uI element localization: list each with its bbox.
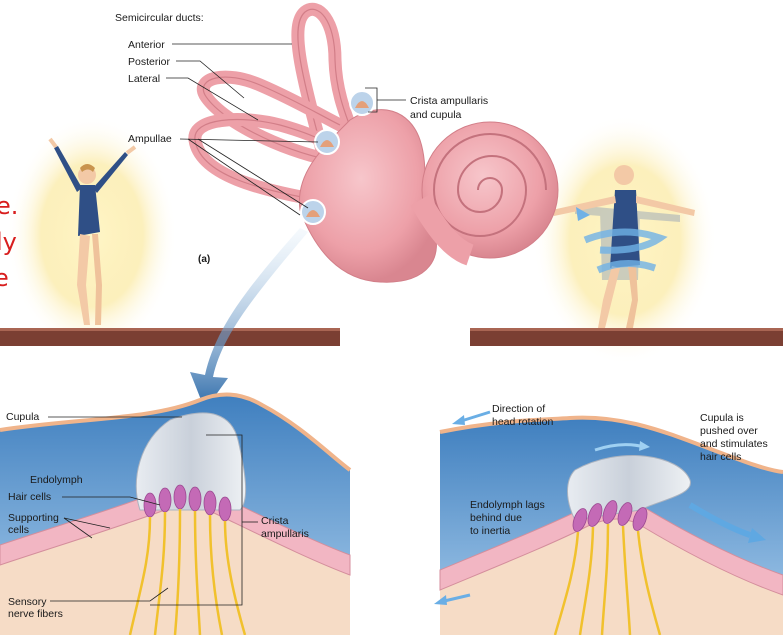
rotation-arrow-icon [583, 228, 668, 254]
flow-arrow-icon [688, 502, 751, 538]
label-supporting-1: Supporting [8, 512, 59, 524]
gymnast-spinning [552, 165, 695, 328]
label-cupula-pushed-2: pushed over [700, 425, 758, 437]
label-cupula-pushed-3: and stimulates [700, 438, 768, 450]
label-semicircular-ducts: Semicircular ducts: [115, 12, 204, 24]
label-direction-1: Direction of [492, 403, 545, 415]
label-panel-a: (a) [198, 254, 210, 265]
ampulla-upper [349, 90, 375, 116]
label-endolymph: Endolymph [30, 474, 83, 486]
left-floor [0, 330, 340, 346]
crista-detail-rotation [439, 415, 783, 635]
label-hair-cells: Hair cells [8, 491, 51, 503]
label-lags-3: to inertia [470, 525, 510, 537]
label-crista-cupula-2: and cupula [410, 109, 462, 121]
cut-text-3: e [0, 264, 9, 292]
label-crista-cupula-1: Crista ampullaris [410, 95, 488, 107]
label-cupula: Cupula [6, 411, 39, 423]
gymnast-standing [48, 137, 137, 325]
right-floor [470, 330, 783, 346]
crista-detail-at-rest [0, 392, 352, 635]
label-cupula-pushed-4: hair cells [700, 451, 741, 463]
label-lateral: Lateral [128, 73, 160, 85]
label-sensory-1: Sensory [8, 596, 47, 608]
label-cupula-pushed-1: Cupula is [700, 412, 744, 424]
cut-text-1: e. [0, 192, 18, 220]
cochlea [421, 121, 559, 259]
label-lags-1: Endolymph lags [470, 499, 545, 511]
ampulla-middle [314, 129, 340, 155]
inner-ear-labyrinth [188, 2, 559, 283]
label-direction-2: head rotation [492, 416, 553, 428]
zoom-arrow-icon [190, 228, 308, 410]
label-anterior: Anterior [128, 39, 165, 51]
label-ampullae: Ampullae [128, 133, 172, 145]
label-posterior: Posterior [128, 56, 171, 68]
label-crista-2: ampullaris [261, 528, 309, 540]
left-light-glow [7, 115, 177, 355]
ampulla-lower [300, 199, 326, 225]
label-sensory-2: nerve fibers [8, 608, 63, 620]
label-supporting-2: cells [8, 524, 29, 536]
cut-text-2: ly [0, 228, 17, 256]
label-crista-1: Crista [261, 515, 289, 527]
label-lags-2: behind due [470, 512, 522, 524]
